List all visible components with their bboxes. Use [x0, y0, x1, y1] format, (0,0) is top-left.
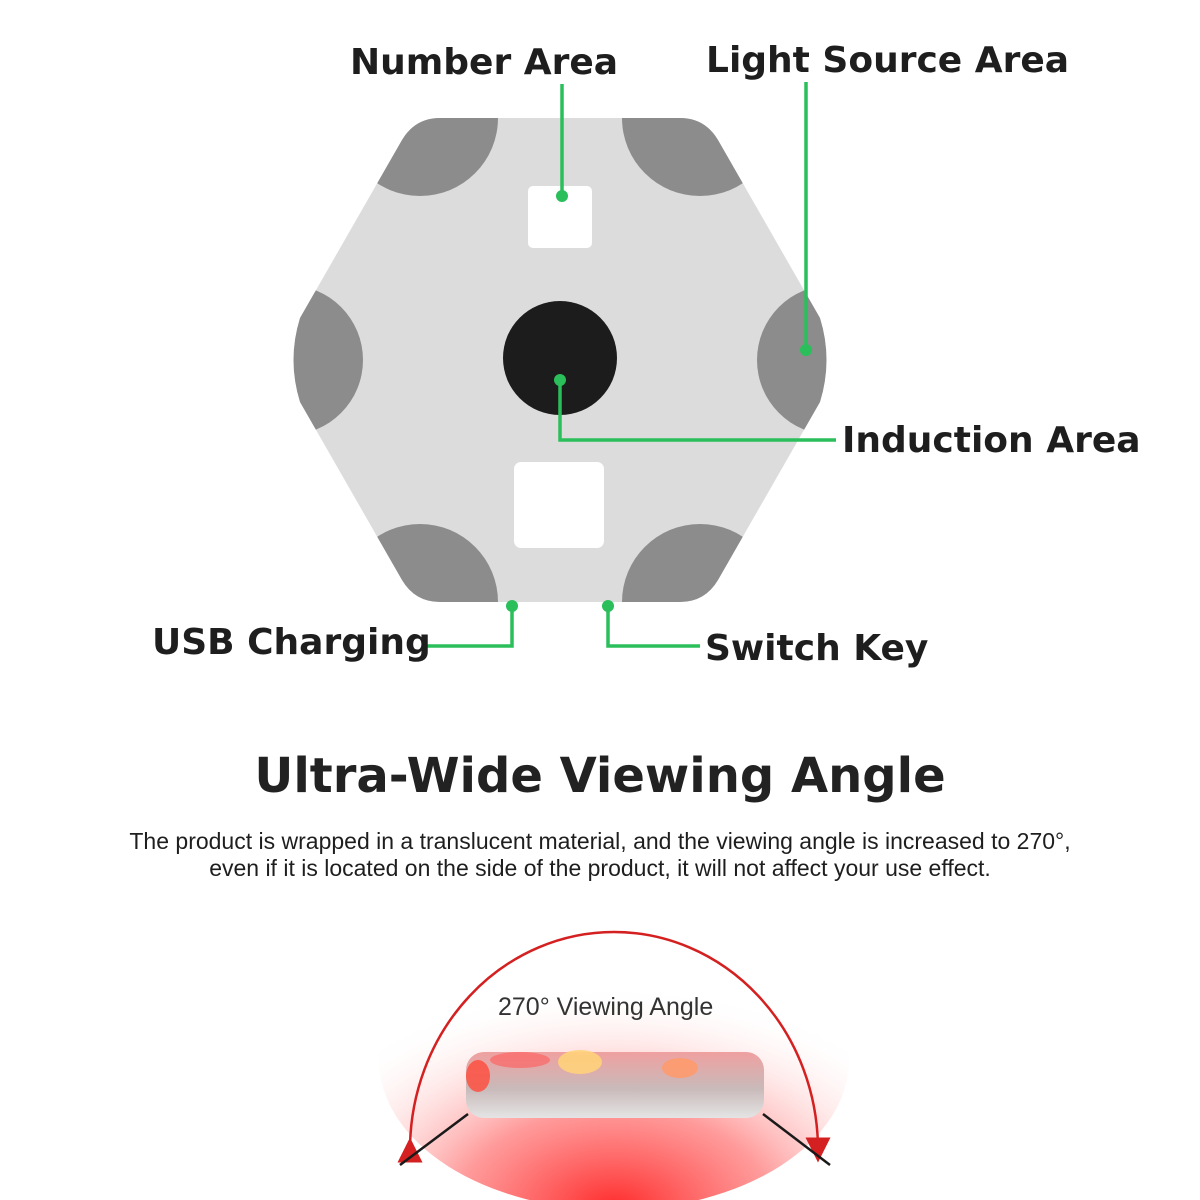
switch-key-label: Switch Key	[705, 628, 929, 669]
section-headline: Ultra-Wide Viewing Angle	[254, 748, 946, 804]
leader-dot-switch	[602, 600, 614, 612]
section-description: The product is wrapped in a translucent …	[40, 828, 1160, 882]
description-line-2: even if it is located on the side of the…	[209, 855, 991, 881]
light-pad-left	[293, 285, 363, 435]
device-led-glows	[466, 1050, 698, 1092]
leader-dot-usb	[506, 600, 518, 612]
leader-dot-number-area	[556, 190, 568, 202]
leader-dot-induction	[554, 374, 566, 386]
leader-switch	[606, 606, 700, 648]
leader-dot-light-source	[800, 344, 812, 356]
number-area-label: Number Area	[350, 42, 619, 83]
surface-line-left	[399, 1113, 469, 1166]
viewing-angle-arc	[397, 930, 831, 1163]
light-pad-right	[757, 285, 827, 435]
induction-area-dot	[503, 301, 617, 415]
light-source-area-label: Light Source Area	[706, 40, 1070, 81]
description-line-1: The product is wrapped in a translucent …	[129, 828, 1071, 854]
viewing-angle-label: 270° Viewing Angle	[498, 993, 714, 1021]
leader-lines	[426, 82, 836, 648]
lower-panel-square	[514, 462, 604, 548]
usb-charging-label: USB Charging	[152, 622, 431, 663]
leader-usb	[426, 606, 514, 648]
number-area-window	[528, 186, 592, 248]
leader-induction	[558, 380, 836, 442]
induction-area-label: Induction Area	[842, 420, 1141, 461]
surface-line-right	[762, 1113, 831, 1166]
